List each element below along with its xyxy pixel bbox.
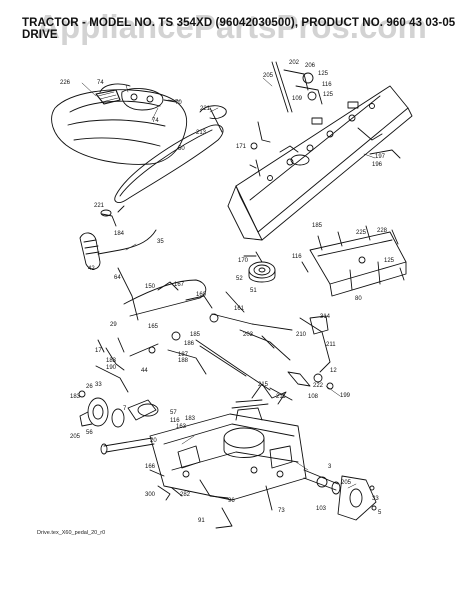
part-callout: 196 <box>372 162 383 168</box>
part-callout: 171 <box>236 144 247 150</box>
page-subtitle: DRIVE <box>22 29 58 41</box>
part-callout: 116 <box>292 254 302 260</box>
idler-pulley <box>243 251 276 283</box>
part-callout: 44 <box>141 368 148 374</box>
part-callout: 125 <box>384 258 395 264</box>
part-callout: 80 <box>355 296 362 302</box>
part-callout: 226 <box>60 80 71 86</box>
part-callout: 35 <box>157 239 164 245</box>
part-callout: 74 <box>97 80 104 86</box>
part-callout: 103 <box>316 506 327 512</box>
part-callout: 184 <box>114 231 125 237</box>
part-callout: 205 <box>70 434 81 440</box>
part-callout: 202 <box>289 60 300 66</box>
part-callout: 222 <box>313 383 324 389</box>
shift-lever <box>79 205 157 270</box>
brake-linkage <box>95 267 334 401</box>
part-callout: 12 <box>330 368 337 374</box>
part-callout: 26 <box>86 384 93 390</box>
part-callout: 165 <box>148 324 159 330</box>
part-callout: 29 <box>110 322 117 328</box>
part-callout: 3 <box>328 464 332 470</box>
part-callout: 190 <box>106 365 117 371</box>
part-callout: 150 <box>145 284 156 290</box>
part-callout: 125 <box>318 71 329 77</box>
part-callout: 7 <box>123 406 127 412</box>
part-callout: 186 <box>184 341 195 347</box>
part-callout: 183 <box>106 358 117 364</box>
part-callout: 199 <box>340 393 351 399</box>
part-callout: 185 <box>190 332 201 338</box>
part-callout: 33 <box>372 496 379 502</box>
part-callout: 163 <box>176 424 187 430</box>
part-callout: 206 <box>305 63 316 69</box>
page-title: TRACTOR - MODEL NO. TS 354XD (9604203050… <box>22 17 456 29</box>
part-callout: 33 <box>95 382 102 388</box>
callout-labels: 226 74 70 74 221 213 202 206 125 205 116… <box>60 60 395 524</box>
part-callout: 57 <box>170 410 177 416</box>
part-callout: 166 <box>145 464 156 470</box>
part-callout: 185 <box>312 223 323 229</box>
part-callout: 183 <box>185 416 196 422</box>
part-callout: 210 <box>296 332 307 338</box>
part-callout: 5 <box>378 510 382 516</box>
part-callout: 213 <box>196 130 207 136</box>
part-callout: 167 <box>174 282 185 288</box>
part-callout: 205 <box>263 73 274 79</box>
part-callout: 314 <box>320 314 331 320</box>
part-callout: 187 <box>178 352 189 358</box>
part-callout: 109 <box>292 96 303 102</box>
part-callout: 183 <box>70 394 81 400</box>
part-callout: 73 <box>278 508 285 514</box>
part-callout: 170 <box>238 258 249 264</box>
part-callout: 211 <box>276 394 286 400</box>
part-callout: 51 <box>250 288 257 294</box>
part-callout: 300 <box>145 492 156 498</box>
part-callout: 108 <box>308 394 319 400</box>
part-callout: 188 <box>178 358 189 364</box>
transaxle-bracket <box>301 225 407 297</box>
part-callout: 215 <box>258 382 269 388</box>
part-callout: 17 <box>95 348 102 354</box>
part-callout: 211 <box>326 342 336 348</box>
drive-belt <box>114 105 227 203</box>
part-callout: 70 <box>175 100 182 106</box>
transaxle <box>100 383 377 529</box>
part-callout: 74 <box>152 118 159 124</box>
part-callout: 225 <box>356 230 367 236</box>
part-callout: 56 <box>86 430 93 436</box>
diagram-filename: Drive.tex_X60_pedal_20_r0 <box>37 530 106 536</box>
part-callout: 221 <box>200 106 211 112</box>
part-callout: 221 <box>94 203 105 209</box>
part-callout: 116 <box>170 418 180 424</box>
part-callout: 161 <box>234 306 245 312</box>
part-callout: 197 <box>375 154 386 160</box>
part-callout: 42 <box>88 266 95 272</box>
part-callout: 91 <box>198 518 205 524</box>
part-callout: 116 <box>322 82 332 88</box>
part-callout: 205 <box>341 480 352 486</box>
part-callout: 282 <box>180 492 191 498</box>
part-callout: 160 <box>196 292 207 298</box>
part-callout: 50 <box>178 146 185 152</box>
part-callout: 20 <box>150 438 157 444</box>
part-callout: 64 <box>114 275 121 281</box>
part-callout: 125 <box>323 92 334 98</box>
left-hub <box>78 390 159 428</box>
hood-assembly <box>51 83 188 165</box>
part-callout: 52 <box>236 276 243 282</box>
part-callout: 96 <box>228 498 235 504</box>
page-header: TRACTOR - MODEL NO. TS 354XD (9604203050… <box>22 17 456 41</box>
part-callout: 228 <box>377 228 388 234</box>
chassis-frame <box>227 61 413 241</box>
part-callout: 203 <box>243 332 254 338</box>
